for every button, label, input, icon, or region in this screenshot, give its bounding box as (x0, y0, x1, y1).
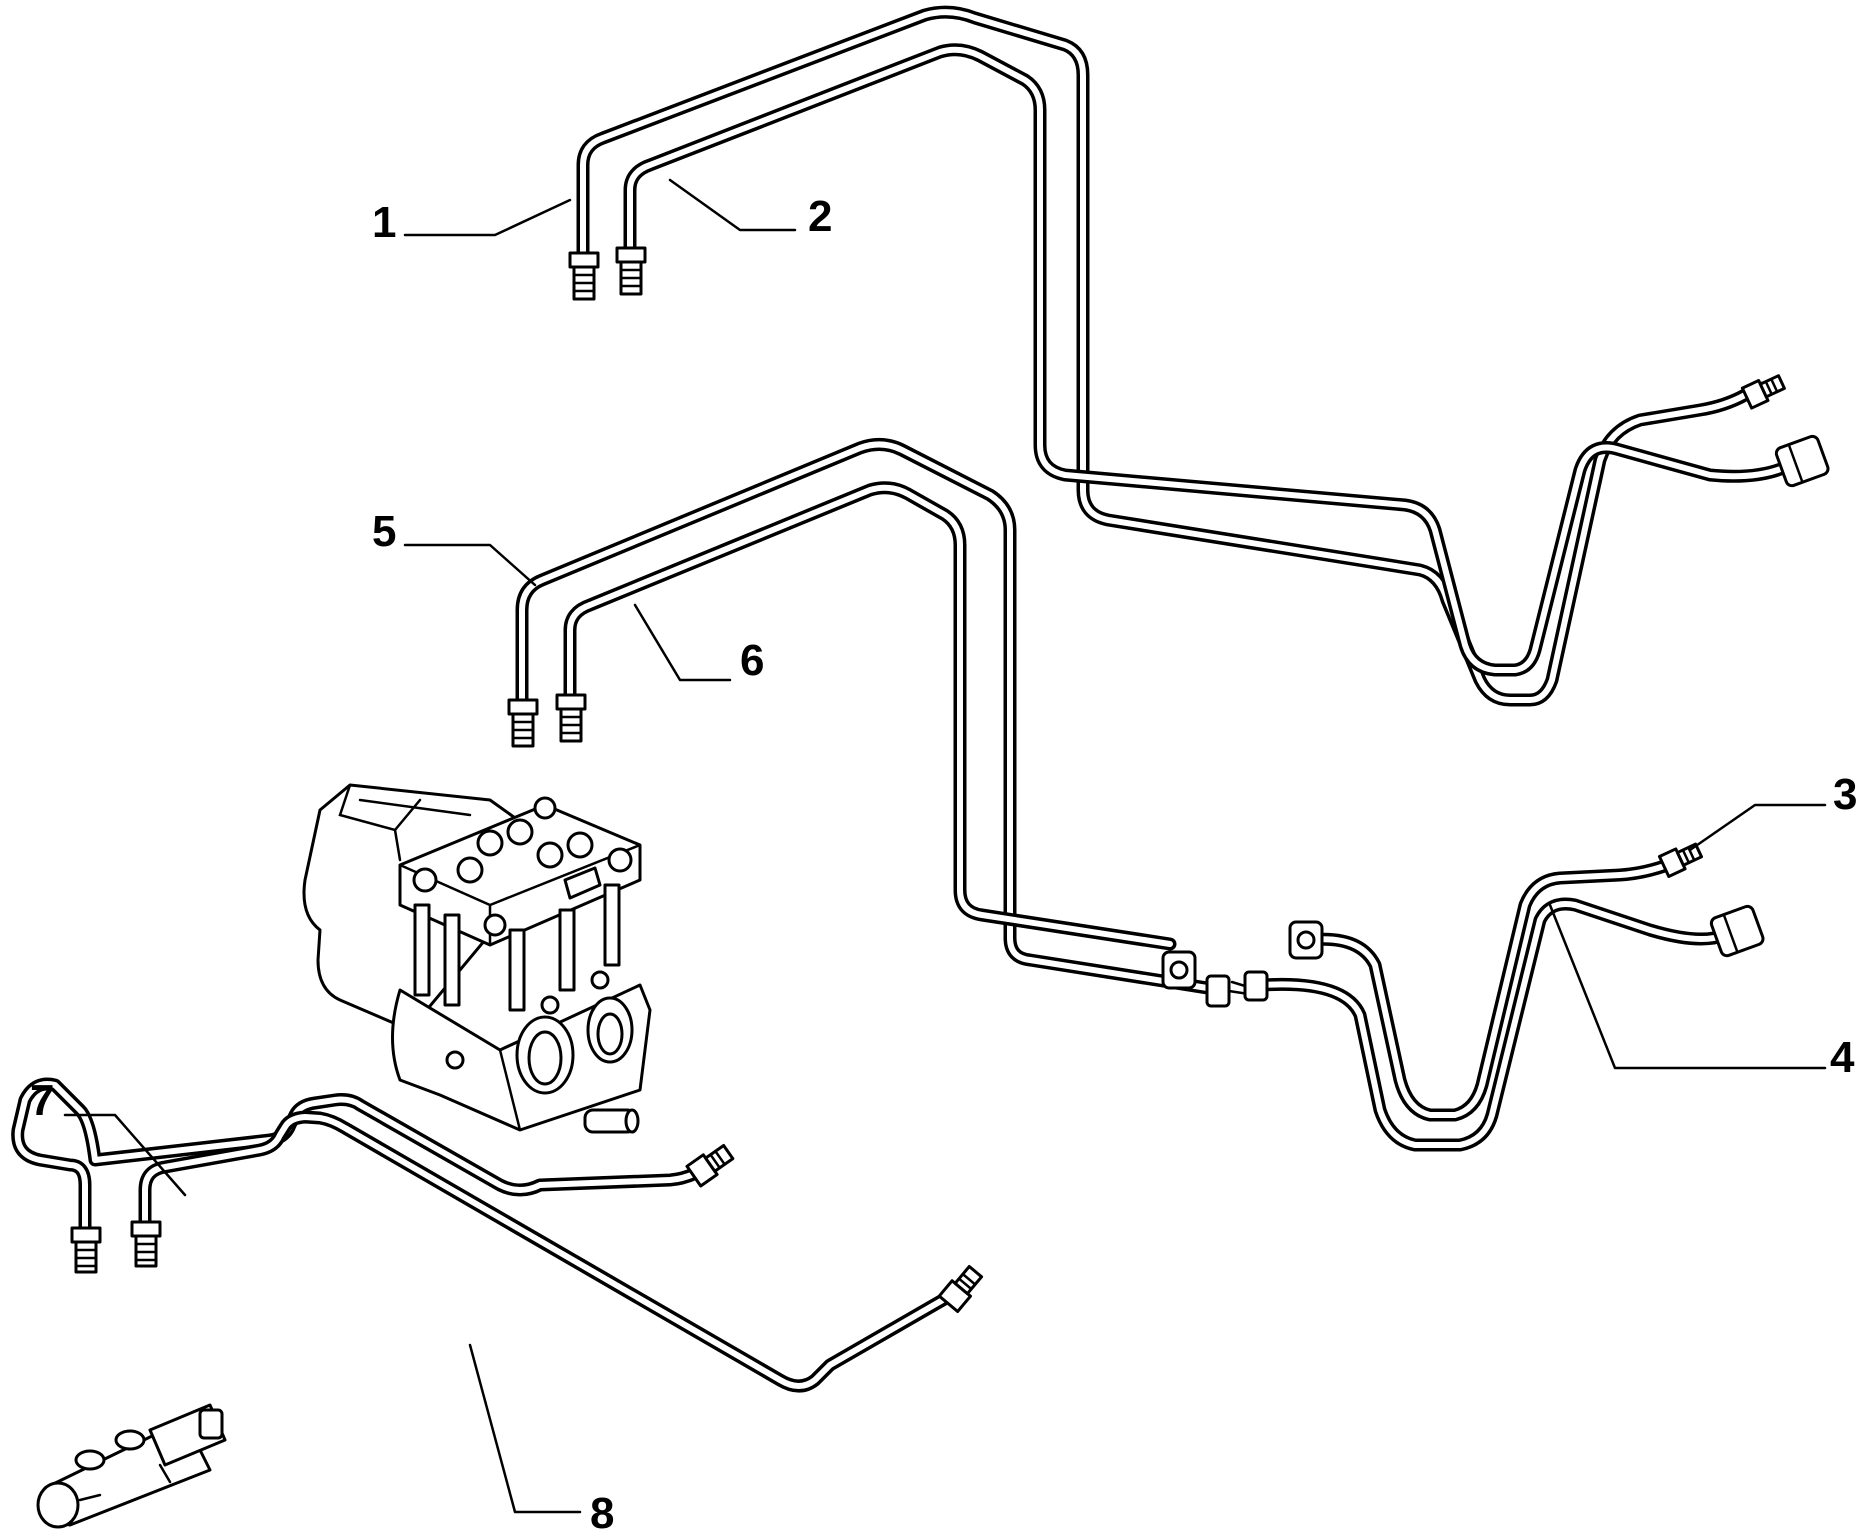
fitting-pipe-4-right (1709, 904, 1765, 958)
fitting-pipe-6-end (555, 693, 587, 743)
pipe-2 (623, 43, 1797, 677)
callout-2: 2 (808, 192, 832, 241)
fitting-pipe-1-end (568, 251, 600, 301)
fitting-union-pipe-3 (1288, 920, 1324, 960)
fitting-pipe-8-right (937, 1264, 984, 1314)
callout-6: 6 (740, 636, 764, 685)
pipe-6 (563, 481, 1177, 951)
fitting-pipe-2-end (615, 246, 647, 296)
pipe-4 (1255, 897, 1732, 1152)
leader-2 (668, 178, 797, 232)
fitting-union-pipe-4 (1230, 970, 1269, 1002)
leader-1 (403, 198, 572, 237)
pipe-1 (576, 5, 1767, 707)
fitting-pipe-7-end (70, 1226, 102, 1274)
fitting-union-pipe-5 (1205, 974, 1257, 1008)
callout-7: 7 (30, 1076, 54, 1125)
callout-1: 1 (372, 198, 396, 247)
pipe-5 (515, 438, 1227, 997)
fitting-pipe-5-end (507, 698, 539, 748)
pipe-8 (138, 1110, 967, 1393)
abs-hydraulic-unit-icon (302, 783, 652, 1134)
pipe-3 (1303, 853, 1687, 1122)
callout-8: 8 (590, 1489, 614, 1531)
fitting-pipe-8-end (130, 1220, 162, 1268)
fitting-union-pipe-6 (1161, 950, 1197, 990)
callout-3: 3 (1833, 770, 1857, 819)
fitting-pipe-2-right (1774, 434, 1830, 488)
leader-5 (403, 543, 537, 587)
fitting-pipe-3-right (1657, 842, 1704, 878)
callout-5: 5 (372, 507, 396, 556)
callout-4: 4 (1830, 1033, 1855, 1082)
leader-8 (468, 1343, 582, 1514)
pipe-7 (11, 1077, 727, 1237)
leader-6 (633, 603, 732, 682)
leader-3 (1688, 803, 1827, 852)
brake-master-cylinder-icon (36, 1403, 227, 1529)
fitting-pipe-7-right (685, 1144, 735, 1188)
leader-7 (63, 1113, 187, 1197)
leader-4 (1548, 903, 1827, 1070)
fitting-pipe-1-right (1740, 374, 1786, 410)
